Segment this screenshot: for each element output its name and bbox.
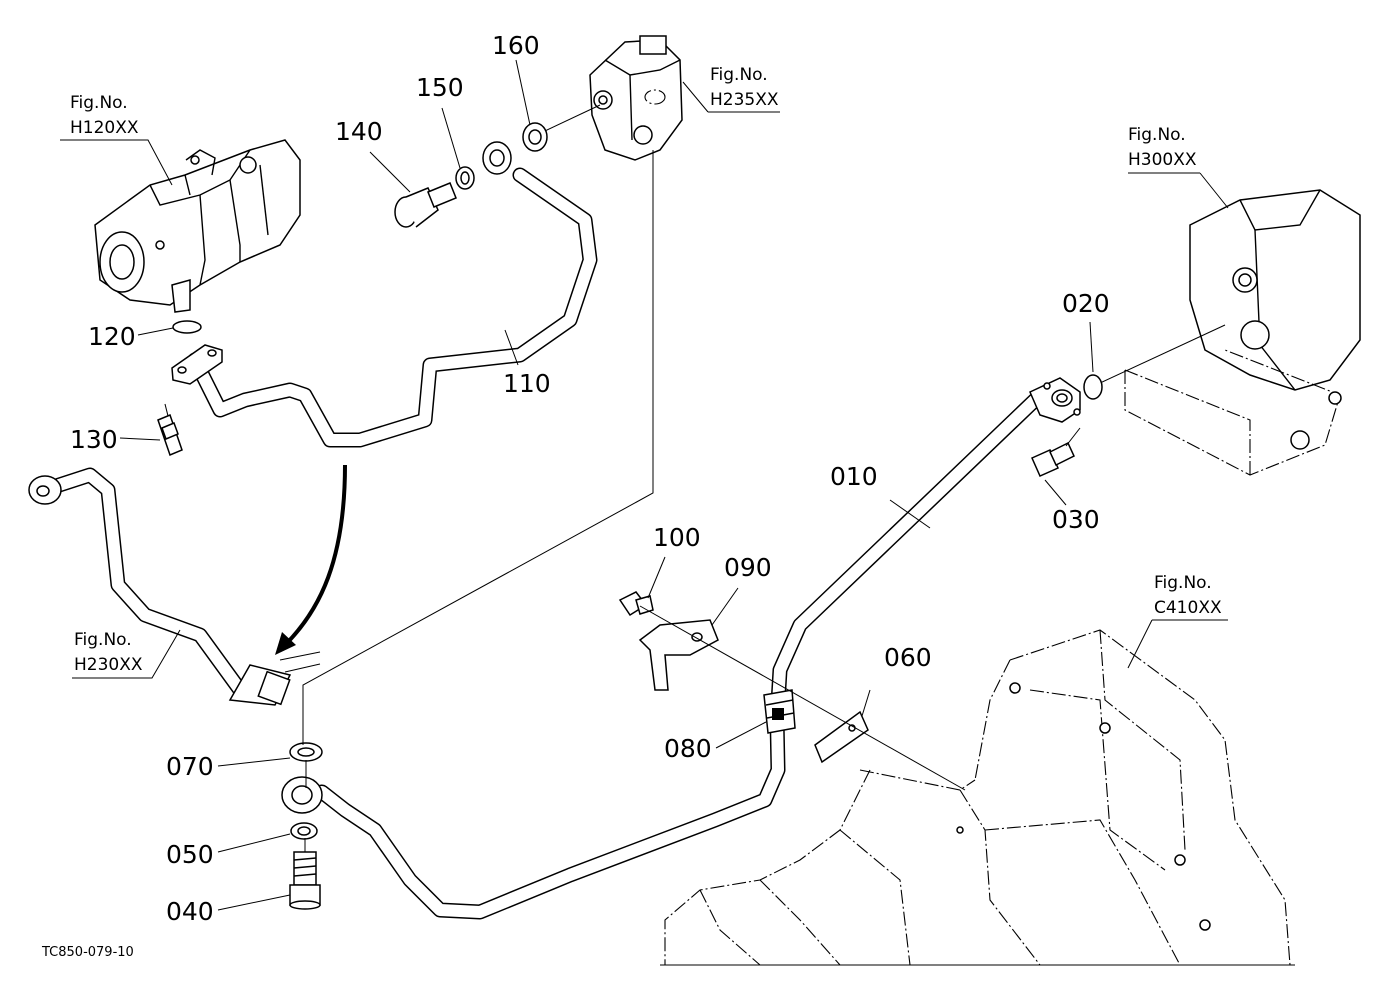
assembly-arrow [275,464,347,655]
callout-040: 040 [166,897,214,926]
callout-030: 030 [1052,505,1100,534]
cylinder-case-assembly [1084,189,1361,476]
fig-ref-c410-label: Fig.No. [1154,573,1212,593]
fig-ref-h235-label: Fig.No. [710,65,768,85]
washer-150 [455,166,475,190]
o-ring-120 [172,320,202,334]
plate-060 [814,710,869,764]
callout-labels: 010 020 030 040 050 060 070 080 090 100 … [70,31,1110,926]
callout-060: 060 [884,643,932,672]
callout-020: 020 [1062,289,1110,318]
center-lines [302,150,966,852]
washer-050 [290,822,318,840]
callout-160: 160 [492,31,540,60]
washer-070 [289,742,323,762]
fig-ref-h120-number: H120XX [70,118,139,138]
bracket-090 [638,619,719,691]
figure-references: Fig.No. H120XX Fig.No. H235XX Fig.No. H3… [70,65,1222,675]
callout-010: 010 [830,462,878,491]
hollow-bolt-040 [289,851,321,910]
fig-ref-h230-label: Fig.No. [74,630,132,650]
pipe-110 [171,141,598,448]
fig-ref-h120-label: Fig.No. [70,93,128,113]
fig-ref-h235-number: H235XX [710,90,779,110]
hydraulic-pump-assembly [94,139,301,313]
callout-130: 130 [70,425,118,454]
delivery-pipe-reference [28,467,321,706]
fig-ref-c410-number: C410XX [1154,598,1222,618]
bolt-030 [1031,427,1081,477]
o-ring-020 [1083,374,1103,400]
callout-100: 100 [653,523,701,552]
bolt-130 [157,403,183,456]
washer-160 [522,122,548,152]
callout-150: 150 [416,73,464,102]
drawing-code: TC850-079-10 [41,945,134,960]
callout-120: 120 [88,322,136,351]
hollow-bolt-140 [394,182,457,228]
fig-ref-h300-label: Fig.No. [1128,125,1186,145]
callout-140: 140 [335,117,383,146]
pipe-010 [281,377,1081,920]
callout-070: 070 [166,752,214,781]
leader-lines [60,59,1229,911]
transmission-case-assembly [660,629,1295,966]
callout-090: 090 [724,553,772,582]
bolt-100 [618,591,654,617]
callout-110: 110 [503,369,551,398]
valve-body-assembly [529,35,683,161]
fig-ref-h300-number: H300XX [1128,150,1197,170]
fig-ref-h230-number: H230XX [74,655,143,675]
callout-080: 080 [664,734,712,763]
clamp-080 [763,689,796,734]
callout-050: 050 [166,840,214,869]
